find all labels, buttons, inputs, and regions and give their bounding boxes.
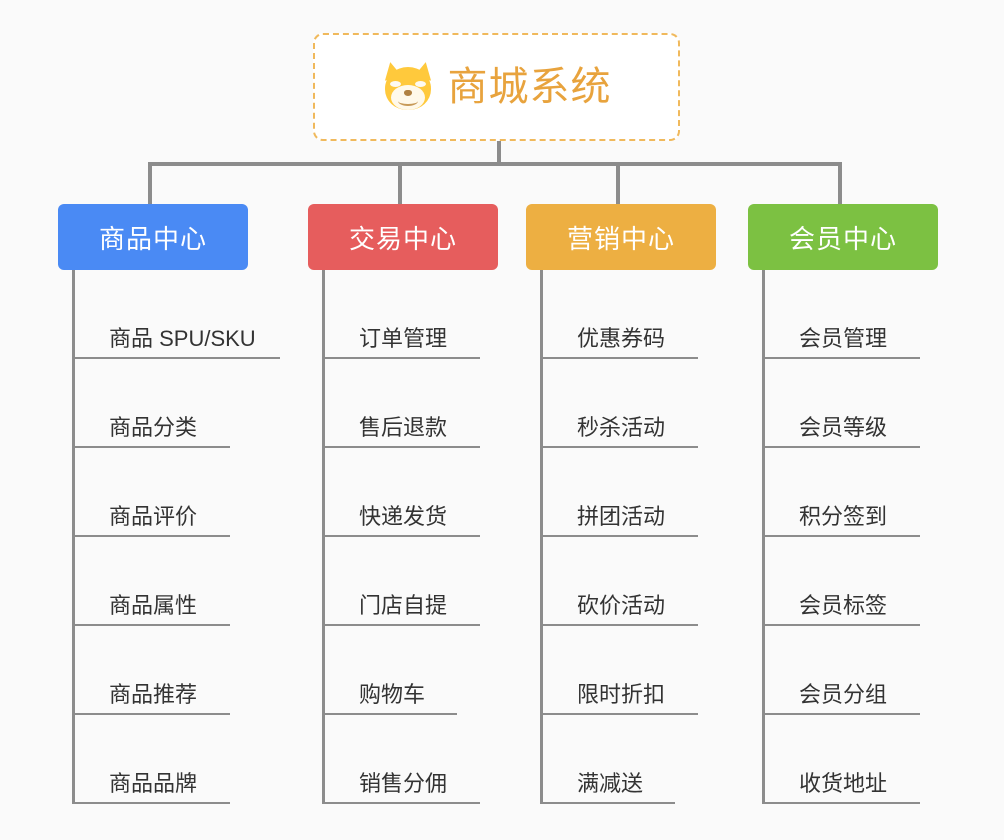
column-body-2: 优惠券码 秒杀活动 拼团活动 砍价活动 限时折扣 满减送 — [540, 270, 716, 804]
list-item-rule — [543, 535, 698, 537]
connector-drop-3 — [616, 162, 620, 204]
list-item[interactable]: 满减送 — [543, 715, 716, 804]
list-item-label: 积分签到 — [799, 504, 888, 529]
dog-face-icon — [380, 60, 435, 113]
list-item-label: 优惠券码 — [577, 326, 666, 351]
column-header-2[interactable]: 营销中心 — [526, 204, 716, 270]
list-item-rule — [75, 713, 230, 715]
list-item-rule — [325, 446, 480, 448]
list-item-label: 收货地址 — [799, 771, 888, 796]
list-item-rule — [325, 802, 480, 804]
connector-root-stem — [497, 141, 501, 165]
column-header-label: 会员中心 — [788, 223, 897, 254]
list-item[interactable]: 优惠券码 — [543, 270, 716, 359]
list-item-rule — [325, 713, 457, 715]
connector-drop-1 — [148, 162, 152, 204]
column-header-3[interactable]: 会员中心 — [748, 204, 938, 270]
list-item[interactable]: 商品推荐 — [75, 626, 248, 715]
column-header-label: 交易中心 — [348, 223, 457, 254]
list-item-label: 商品分类 — [109, 415, 198, 440]
list-item[interactable]: 商品评价 — [75, 448, 248, 537]
column-marketing-center: 营销中心 优惠券码 秒杀活动 拼团活动 砍价活动 限时折扣 — [526, 204, 716, 804]
list-item[interactable]: 门店自提 — [325, 537, 498, 626]
list-item[interactable]: 会员分组 — [765, 626, 938, 715]
column-body-0: 商品 SPU/SKU 商品分类 商品评价 商品属性 商品推荐 商品品牌 — [72, 270, 280, 804]
list-item[interactable]: 会员标签 — [765, 537, 938, 626]
list-item-rule — [325, 357, 480, 359]
column-body-1: 订单管理 售后退款 快递发货 门店自提 购物车 销售分佣 — [322, 270, 498, 804]
list-item-label: 商品推荐 — [109, 682, 198, 707]
list-item-rule — [75, 357, 280, 359]
list-item-label: 订单管理 — [359, 326, 448, 351]
list-item-label: 销售分佣 — [359, 771, 448, 796]
list-item-label: 会员分组 — [799, 682, 888, 707]
list-item-rule — [75, 802, 230, 804]
list-item-label: 拼团活动 — [577, 504, 666, 529]
list-item-rule — [765, 357, 920, 359]
list-item-label: 满减送 — [577, 771, 644, 796]
list-item-rule — [765, 624, 920, 626]
list-item-rule — [75, 624, 230, 626]
list-item[interactable]: 商品品牌 — [75, 715, 248, 804]
list-item[interactable]: 秒杀活动 — [543, 359, 716, 448]
list-item[interactable]: 售后退款 — [325, 359, 498, 448]
list-item-rule — [765, 446, 920, 448]
list-item-rule — [765, 535, 920, 537]
list-item-rule — [765, 802, 920, 804]
list-item-label: 商品属性 — [109, 593, 198, 618]
list-item-label: 会员管理 — [799, 326, 888, 351]
list-item-label: 购物车 — [359, 682, 426, 707]
list-item[interactable]: 订单管理 — [325, 270, 498, 359]
list-item-label: 商品评价 — [109, 504, 198, 529]
list-item[interactable]: 购物车 — [325, 626, 498, 715]
list-item[interactable]: 商品分类 — [75, 359, 248, 448]
connector-drop-2 — [398, 162, 402, 204]
list-item-label: 会员标签 — [799, 593, 888, 618]
root-node-title: 商城系统 — [447, 65, 612, 109]
list-item-rule — [75, 446, 230, 448]
list-item[interactable]: 砍价活动 — [543, 537, 716, 626]
list-item-rule — [325, 535, 480, 537]
column-member-center: 会员中心 会员管理 会员等级 积分签到 会员标签 会员分组 — [748, 204, 938, 804]
list-item[interactable]: 快递发货 — [325, 448, 498, 537]
list-item-label: 商品 SPU/SKU — [109, 326, 256, 351]
list-item[interactable]: 收货地址 — [765, 715, 938, 804]
list-item[interactable]: 商品 SPU/SKU — [75, 270, 280, 359]
column-body-3: 会员管理 会员等级 积分签到 会员标签 会员分组 收货地址 — [762, 270, 938, 804]
list-item-label: 会员等级 — [799, 415, 888, 440]
list-item[interactable]: 积分签到 — [765, 448, 938, 537]
list-item-rule — [543, 624, 698, 626]
list-item-label: 快递发货 — [359, 504, 448, 529]
list-item[interactable]: 会员管理 — [765, 270, 938, 359]
list-item-rule — [543, 802, 675, 804]
list-item-rule — [543, 713, 698, 715]
column-header-1[interactable]: 交易中心 — [308, 204, 498, 270]
root-node-mall-system[interactable]: 商城系统 — [313, 33, 680, 141]
connector-horizontal-bus — [148, 162, 842, 166]
list-item-rule — [543, 357, 698, 359]
list-item[interactable]: 销售分佣 — [325, 715, 498, 804]
list-item-label: 商品品牌 — [109, 771, 198, 796]
list-item-label: 砍价活动 — [577, 593, 666, 618]
column-product-center: 商品中心 商品 SPU/SKU 商品分类 商品评价 商品属性 商品推荐 — [58, 204, 280, 804]
column-trade-center: 交易中心 订单管理 售后退款 快递发货 门店自提 购物车 — [308, 204, 498, 804]
list-item-rule — [75, 535, 230, 537]
list-item[interactable]: 商品属性 — [75, 537, 248, 626]
list-item[interactable]: 限时折扣 — [543, 626, 716, 715]
list-item-rule — [765, 713, 920, 715]
column-header-0[interactable]: 商品中心 — [58, 204, 248, 270]
list-item-rule — [325, 624, 480, 626]
list-item-label: 秒杀活动 — [577, 415, 666, 440]
list-item-label: 限时折扣 — [577, 682, 666, 707]
list-item-label: 售后退款 — [359, 415, 448, 440]
column-header-label: 营销中心 — [566, 223, 675, 254]
list-item[interactable]: 会员等级 — [765, 359, 938, 448]
column-header-label: 商品中心 — [98, 223, 207, 254]
connector-drop-4 — [838, 162, 842, 204]
list-item[interactable]: 拼团活动 — [543, 448, 716, 537]
list-item-label: 门店自提 — [359, 593, 448, 618]
list-item-rule — [543, 446, 698, 448]
